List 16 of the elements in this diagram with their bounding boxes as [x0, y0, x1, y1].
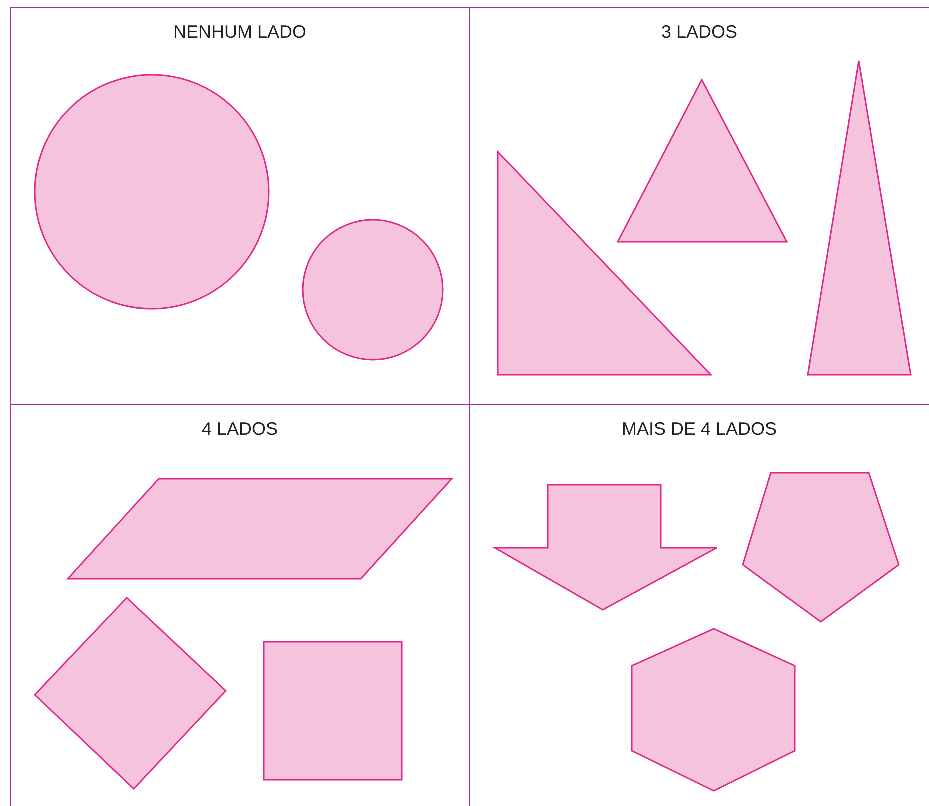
square-shape [264, 642, 402, 780]
circle-shape [302, 219, 444, 361]
triangle-shape [808, 61, 911, 375]
hexagon-shape [632, 629, 795, 791]
parallelogram-shape [68, 479, 452, 579]
panel-heading: 3 LADOS [661, 22, 738, 43]
arrow-shape [495, 485, 717, 610]
panel-heading: NENHUM LADO [173, 22, 306, 43]
triangle-shape [618, 80, 787, 242]
pentagon-shape [743, 473, 899, 622]
diamond-shape [35, 598, 226, 789]
panel [10, 7, 470, 405]
panel-heading: MAIS DE 4 LADOS [622, 419, 778, 440]
triangle-shape [498, 152, 711, 375]
panel-heading: 4 LADOS [202, 419, 278, 440]
circle-shape [34, 74, 270, 310]
